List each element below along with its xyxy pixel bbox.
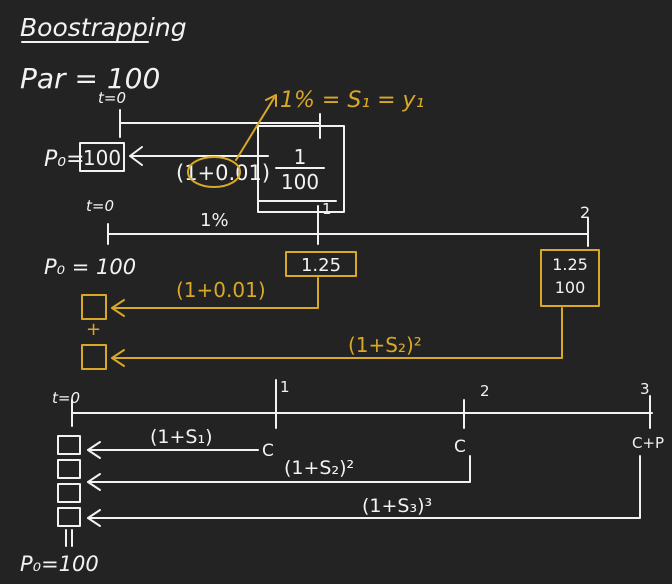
ex2-pv-box-1 xyxy=(81,294,107,320)
ex3-pv-box-2 xyxy=(57,459,81,479)
ex3-arrowhead-1 xyxy=(87,441,101,459)
ex2-coupon-t2: 1.25 xyxy=(552,255,588,274)
ex2-t0-label: t=0 xyxy=(86,197,114,215)
ex3-p0-label: P₀=100 xyxy=(20,552,99,576)
par-value: Par = 100 xyxy=(20,62,160,95)
ex1-price-box xyxy=(79,142,125,172)
ex2-arrowhead-1 xyxy=(111,299,125,317)
ex2-pv-box-2 xyxy=(81,344,107,370)
ex3-pv-box-3 xyxy=(57,483,81,503)
ex2-discount-arrow-1 xyxy=(111,277,319,309)
ex1-p0-label: P₀= xyxy=(44,147,85,172)
ex2-coupon-box-t1 xyxy=(285,251,357,277)
ex2-t2-label: 2 xyxy=(580,203,590,222)
ex2-coupon-t1: 1.25 xyxy=(301,255,341,276)
ex1-rate-pointer xyxy=(235,97,275,161)
ex3-discount-label-1: (1+S₁) xyxy=(150,426,213,448)
ex2-p0-label: P₀ = 100 xyxy=(44,255,136,279)
ex1-price-value: 100 xyxy=(83,146,121,170)
ex2-rate-label: 1% xyxy=(200,210,229,231)
ex1-arrowhead xyxy=(129,146,143,166)
ex3-discount-label-2: (1+S₂)² xyxy=(284,457,354,479)
ex2-plus-sign: + xyxy=(86,319,101,340)
ex3-cashflow-t2: C xyxy=(454,437,466,457)
ex3-arrowhead-2 xyxy=(87,473,101,491)
ex3-cashflow-t1: C xyxy=(262,441,274,461)
ex1-rate-pointer-head xyxy=(265,94,277,107)
ex3-discount-label-3: (1+S₃)³ xyxy=(362,495,432,517)
ex1-rate-highlight-circle xyxy=(187,156,241,188)
ex1-cashflow-principal: 100 xyxy=(281,170,319,194)
ex3-discount-arrow-2 xyxy=(87,455,471,483)
ex1-rate-note: 1% = S₁ = y₁ xyxy=(280,88,424,113)
ex1-cashflow-frame xyxy=(257,125,345,213)
ex3-t2-label: 2 xyxy=(480,382,490,400)
ex3-pv-box-1 xyxy=(57,435,81,455)
ex2-t1-label: 1 xyxy=(322,200,332,218)
ex3-t1-label: 1 xyxy=(280,378,290,396)
ex1-t0-label: t=0 xyxy=(98,89,126,107)
ex3-pv-box-4 xyxy=(57,507,81,527)
ex2-principal-t2: 100 xyxy=(555,278,586,297)
ex1-cashflow-coupon: 1 xyxy=(294,145,307,169)
ex3-t3-label: 3 xyxy=(640,380,650,398)
ex3-cashflow-t3: C+P xyxy=(632,434,664,452)
ex2-arrowhead-2 xyxy=(111,349,125,367)
title: Boostrapping xyxy=(20,13,187,42)
ex2-discount-arrow-2 xyxy=(111,307,563,359)
ex2-discount-label-2: (1+S₂)² xyxy=(348,333,422,357)
ex2-cashflow-box-t2 xyxy=(540,249,600,307)
ex3-t0-label: t=0 xyxy=(52,389,80,407)
ex2-discount-label-1: (1+0.01) xyxy=(176,278,266,302)
ex3-discount-arrow-3 xyxy=(87,455,641,519)
ex3-arrowhead-3 xyxy=(87,509,101,527)
